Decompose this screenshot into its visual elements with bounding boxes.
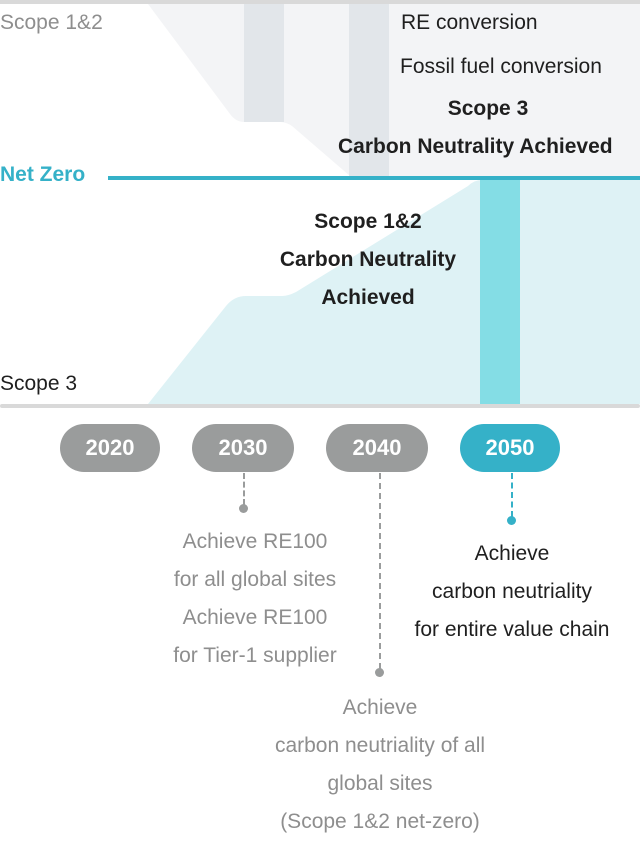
scope12-achieved-annotation: Scope 1&2 Carbon Neutrality Achieved: [250, 203, 486, 317]
milestone-2030-line1: Achieve RE100: [182, 530, 328, 553]
milestone-2050-line2: carbon neutriality: [432, 580, 592, 603]
top-border: [0, 0, 640, 4]
milestone-2050-line1: Achieve: [474, 542, 550, 565]
scope12-achieved-line2: Carbon Neutrality: [279, 248, 457, 271]
milestone-2030-line4: for Tier-1 supplier: [173, 644, 337, 667]
milestone-2050-line3: for entire value chain: [414, 618, 610, 641]
milestone-2030-line2: for all global sites: [173, 568, 337, 591]
fossil-fuel-conversion-label: Fossil fuel conversion: [400, 55, 602, 78]
connector-2050: [511, 473, 513, 517]
milestone-2040: Achieve carbon neutriality of all global…: [240, 689, 520, 841]
net-zero-line: [108, 176, 640, 180]
net-zero-label: Net Zero: [0, 163, 86, 186]
re-conversion-label: RE conversion: [401, 11, 538, 34]
connector-2040: [379, 473, 381, 669]
milestone-2040-line1: Achieve: [342, 696, 418, 719]
scope12-axis-label: Scope 1&2: [0, 11, 103, 34]
scope3-achieved-title: Scope 3: [447, 97, 529, 120]
scope3-achieved-subtitle: Carbon Neutrality Achieved: [338, 135, 613, 158]
connector-dot-2050: [507, 516, 516, 525]
milestone-2030-line3: Achieve RE100: [182, 606, 328, 629]
scope12-achieved-line1: Scope 1&2: [314, 210, 422, 233]
milestone-2040-line4: (Scope 1&2 net-zero): [280, 810, 480, 833]
year-pill-2040[interactable]: 2040: [326, 424, 428, 472]
milestone-2050: Achieve carbon neutriality for entire va…: [392, 535, 632, 649]
connector-dot-2030: [239, 504, 248, 513]
milestone-2040-line2: carbon neutriality of all: [274, 734, 486, 757]
scope3-band-2050: [480, 180, 520, 404]
milestone-2040-line3: global sites: [327, 772, 433, 795]
year-pill-2030[interactable]: 2030: [192, 424, 294, 472]
year-pill-2020[interactable]: 2020: [60, 424, 160, 472]
scope12-achieved-line3: Achieved: [321, 286, 415, 309]
connector-dot-2040: [375, 668, 384, 677]
connector-2030: [243, 473, 245, 505]
scope3-axis-label: Scope 3: [0, 372, 78, 395]
year-pill-2050[interactable]: 2050: [460, 424, 560, 472]
scope12-band-2040: [349, 4, 389, 176]
milestone-2030: Achieve RE100 for all global sites Achie…: [140, 523, 370, 675]
baseline: [0, 404, 640, 408]
scope12-band-2030: [244, 4, 284, 122]
